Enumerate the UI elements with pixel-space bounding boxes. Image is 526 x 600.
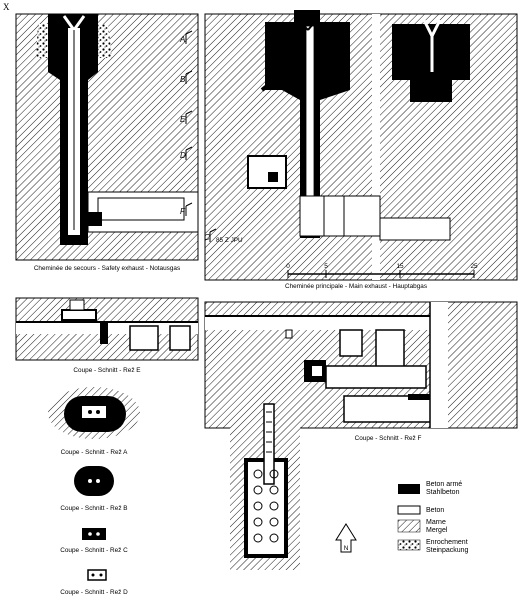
section-c-caption: Coupe - Schnitt - Rež C bbox=[60, 547, 128, 554]
legend-text-rubble: Enrochement Steinpackung bbox=[426, 539, 470, 554]
section-a-plan bbox=[48, 387, 140, 439]
shaft-plan bbox=[230, 400, 300, 570]
legend-line: Enrochement bbox=[426, 539, 468, 546]
scale-note: 85 Z JPU bbox=[216, 237, 243, 244]
section-d-caption: Coupe - Schnitt - Rež D bbox=[60, 589, 128, 596]
legend-swatch-concrete bbox=[397, 505, 421, 515]
section-f-caption: Coupe - Schnitt - Rež F bbox=[355, 435, 422, 442]
section-mark-e: E bbox=[180, 115, 186, 124]
section-a-caption: Coupe - Schnitt - Rež A bbox=[61, 449, 129, 456]
legend-line: Beton bbox=[426, 507, 444, 514]
scale-tick-5: 5 bbox=[324, 263, 328, 270]
section-mark-b: B bbox=[180, 75, 186, 84]
section-e-plan bbox=[15, 297, 199, 361]
section-mark-f: F bbox=[180, 207, 186, 216]
legend-line: Mergel bbox=[426, 527, 448, 534]
section-d-plan bbox=[87, 569, 107, 581]
section-f-plan bbox=[204, 301, 518, 429]
safety-exhaust-section: A B E D F bbox=[15, 13, 199, 261]
main-exhaust-caption: Cheminée principale - Main exhaust - Hau… bbox=[285, 283, 427, 290]
legend-text-marl: Marne Mergel bbox=[426, 519, 448, 534]
legend-text-reinforced: Beton armé Stahlbeton bbox=[426, 481, 464, 496]
section-e-caption: Coupe - Schnitt - Rež E bbox=[73, 367, 140, 374]
scale-tick-25: 25 bbox=[470, 263, 478, 270]
safety-exhaust-caption: Cheminée de secours - Safety exhaust - N… bbox=[34, 265, 180, 272]
section-mark-a: A bbox=[179, 35, 185, 44]
legend-line: Marne bbox=[426, 519, 446, 526]
legend-swatch-rubble bbox=[397, 539, 421, 551]
legend-swatch-reinforced bbox=[398, 484, 420, 494]
section-b-plan bbox=[74, 466, 114, 496]
scale-tick-15: 15 bbox=[396, 263, 404, 270]
section-b-caption: Coupe - Schnitt - Rež B bbox=[60, 505, 127, 512]
north-label: N bbox=[344, 545, 349, 552]
legend-line: Steinpackung bbox=[426, 547, 469, 554]
legend-text-concrete: Beton bbox=[426, 507, 444, 514]
legend-line: Beton armé bbox=[426, 481, 462, 488]
section-c-plan bbox=[82, 528, 106, 540]
north-arrow: N bbox=[335, 523, 357, 553]
main-exhaust-section: 85 Z JPU C bbox=[204, 10, 518, 281]
legend: Beton armé Stahlbeton Beton Marne Mergel… bbox=[397, 481, 470, 554]
section-mark-d: D bbox=[180, 151, 186, 160]
corner-mark: X bbox=[3, 2, 10, 12]
scale-bar: 0 5 15 25 bbox=[286, 263, 478, 278]
legend-swatch-marl bbox=[397, 519, 421, 533]
scale-tick-0: 0 bbox=[286, 263, 290, 270]
section-mark-c: C bbox=[204, 233, 210, 242]
legend-line: Stahlbeton bbox=[426, 489, 460, 496]
